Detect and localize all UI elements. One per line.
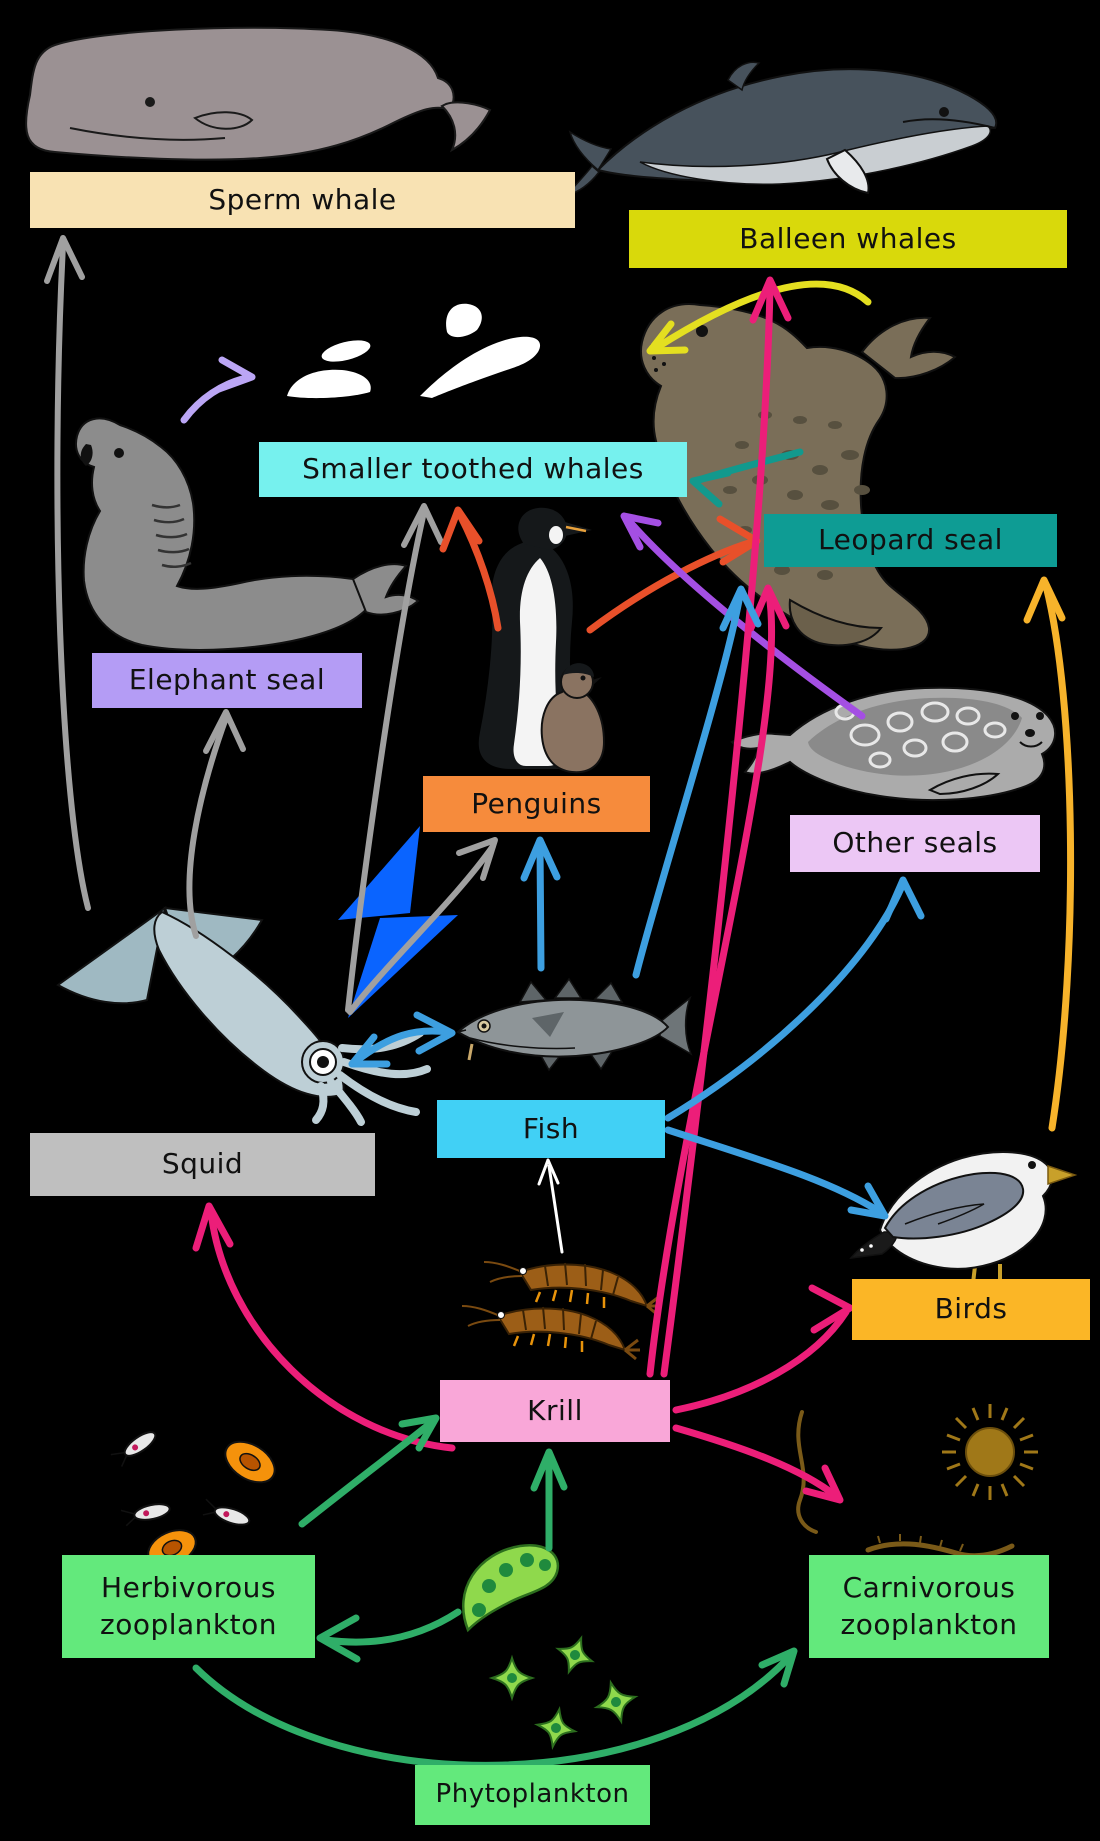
arrow-krill-to-carnivorous-zooplankton bbox=[672, 1424, 844, 1504]
label-smaller-toothed-whales: Smaller toothed whales bbox=[259, 442, 687, 497]
seagull-illustration bbox=[849, 1151, 1078, 1294]
label-carnivorous-zooplankton-line2: zooplankton bbox=[840, 1607, 1018, 1641]
label-other-seals: Other seals bbox=[790, 815, 1040, 872]
label-leopard-seal: Leopard seal bbox=[764, 514, 1057, 567]
arrow-squid-to-penguins bbox=[347, 837, 498, 1015]
label-fish: Fish bbox=[437, 1100, 665, 1158]
label-leopard-seal-text: Leopard seal bbox=[818, 523, 1003, 557]
label-squid-text: Squid bbox=[161, 1147, 244, 1181]
arrow-squid-to-elephant-seal bbox=[186, 709, 246, 939]
label-balleen-whales: Balleen whales bbox=[629, 210, 1067, 268]
arrow-fish-to-birds bbox=[664, 1126, 889, 1220]
label-smaller-toothed-whales-text: Smaller toothed whales bbox=[302, 452, 644, 486]
blue-bolt-decoration bbox=[338, 826, 458, 1018]
arrow-krill-to-fish bbox=[537, 1158, 564, 1254]
other-seal-illustration bbox=[730, 686, 1057, 802]
penguin-illustration bbox=[476, 507, 606, 774]
label-elephant-seal-text: Elephant seal bbox=[128, 663, 326, 697]
label-other-seals-text: Other seals bbox=[832, 826, 998, 860]
arrow-squid-to-smaller-toothed-whales bbox=[345, 503, 444, 1013]
arrow-elephant-seal-to-killer-whale bbox=[180, 356, 256, 424]
arrow-fish-to-leopard-seal bbox=[632, 585, 762, 979]
label-sperm-whale: Sperm whale bbox=[30, 172, 575, 228]
label-penguins: Penguins bbox=[423, 776, 650, 832]
arrow-phytoplankton-to-herbivorous-zooplankton bbox=[316, 1608, 462, 1663]
label-squid: Squid bbox=[30, 1133, 375, 1196]
sperm-whale-illustration bbox=[25, 26, 492, 161]
label-herbivorous-zooplankton-line2: zooplankton bbox=[100, 1607, 277, 1641]
arrow-krill-to-balleen-whales bbox=[660, 276, 792, 1378]
label-sperm-whale-text: Sperm whale bbox=[208, 182, 397, 216]
arrow-herbivorous-to-carnivorous-zooplankton bbox=[192, 1647, 798, 1769]
label-phytoplankton: Phytoplankton bbox=[415, 1765, 650, 1825]
label-carnivorous-zooplankton: Carnivorous zooplankton bbox=[809, 1555, 1049, 1658]
balleen-whale-illustration bbox=[563, 61, 998, 198]
label-krill-text: Krill bbox=[527, 1393, 583, 1427]
arrow-birds-to-leopard-seal bbox=[1023, 576, 1075, 1132]
carnivorous-zooplankton-illustration bbox=[796, 1404, 1038, 1559]
arrow-penguins-to-smaller-toothed-whales bbox=[439, 506, 502, 632]
label-elephant-seal: Elephant seal bbox=[92, 653, 362, 708]
leopard-seal-illustration bbox=[640, 303, 957, 651]
elephant-seal-illustration bbox=[75, 417, 420, 651]
arrow-krill-to-squid bbox=[192, 1202, 456, 1452]
arrow-herbivorous-zooplankton-to-krill bbox=[298, 1414, 440, 1528]
arrow-leopard-seal-to-smaller-toothed-whales bbox=[689, 448, 804, 508]
fish-illustration bbox=[456, 977, 693, 1072]
squid-illustration bbox=[56, 905, 431, 1126]
arrow-krill-to-birds bbox=[672, 1284, 854, 1414]
label-carnivorous-zooplankton-line1: Carnivorous bbox=[842, 1571, 1016, 1605]
phytoplankton-star-cells bbox=[488, 1635, 639, 1751]
arrow-fish-to-penguins bbox=[520, 836, 561, 972]
label-krill: Krill bbox=[440, 1380, 670, 1442]
arrow-squid-fish-double bbox=[348, 1011, 456, 1068]
arrow-krill-to-leopard-seal bbox=[646, 584, 790, 1378]
label-penguins-text: Penguins bbox=[471, 786, 602, 820]
phytoplankton-illustration bbox=[462, 1544, 639, 1751]
label-herbivorous-zooplankton: Herbivorous zooplankton bbox=[62, 1555, 315, 1658]
herbivorous-zooplankton-illustration bbox=[110, 1431, 276, 1567]
arrow-squid-to-sperm-whale bbox=[44, 235, 91, 911]
arrow-phytoplankton-to-krill bbox=[530, 1448, 568, 1552]
label-birds: Birds bbox=[852, 1279, 1090, 1340]
krill-illustration bbox=[461, 1261, 662, 1361]
label-fish-text: Fish bbox=[522, 1111, 580, 1145]
label-birds-text: Birds bbox=[934, 1292, 1008, 1326]
killer-whale-illustration bbox=[287, 303, 541, 399]
label-herbivorous-zooplankton-line1: Herbivorous bbox=[101, 1571, 276, 1605]
label-balleen-whales-text: Balleen whales bbox=[739, 221, 957, 255]
arrow-fish-to-other-seals bbox=[664, 876, 925, 1122]
label-phytoplankton-text: Phytoplankton bbox=[435, 1779, 630, 1810]
arrow-leopard-seal-to-killer-whale bbox=[646, 280, 872, 355]
